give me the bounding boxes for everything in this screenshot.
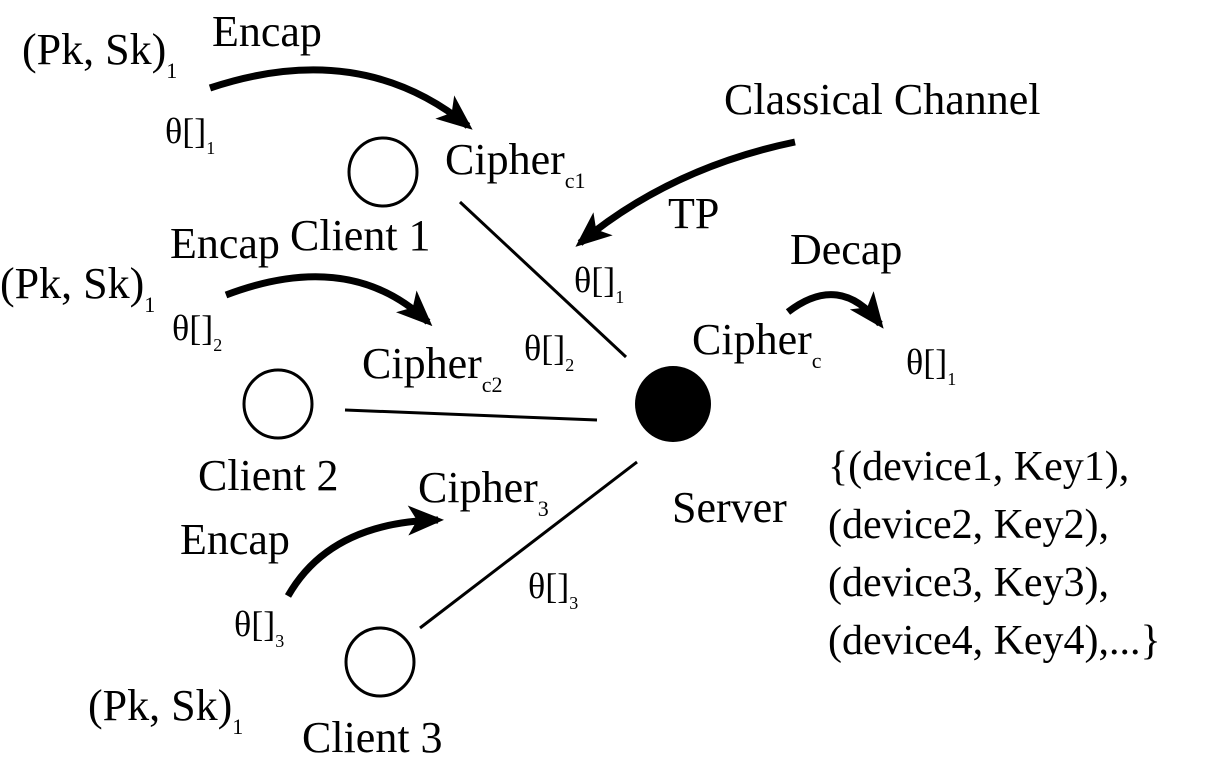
link-client3-server xyxy=(419,460,638,630)
keypair-text: (Pk, Sk) xyxy=(0,259,145,308)
client3-cipher: Cipher3 xyxy=(418,466,549,520)
client1-link-theta: θ[]1 xyxy=(574,262,624,306)
theta-subscript: 2 xyxy=(213,335,223,355)
key-table-row: (device2, Key2), xyxy=(828,502,1110,548)
theta-subscript: 2 xyxy=(565,355,575,375)
cipher-text: Cipher xyxy=(692,315,812,364)
theta-text: θ[] xyxy=(234,604,276,644)
keypair-text: (Pk, Sk) xyxy=(22,25,167,74)
classical-channel-label: Classical Channel xyxy=(724,75,1041,124)
cipher-subscript: c xyxy=(811,348,822,373)
client3-label: Client 3 xyxy=(302,713,443,762)
client3-theta: θ[]3 xyxy=(234,606,284,650)
client2-link-theta: θ[]2 xyxy=(524,330,574,374)
cipher-text: Cipher xyxy=(418,463,538,512)
encap-arrow-client2 xyxy=(224,273,433,327)
theta-text: θ[] xyxy=(528,566,570,606)
theta-subscript: 1 xyxy=(615,287,625,307)
theta-text: θ[] xyxy=(524,328,566,368)
theta-subscript: 3 xyxy=(275,631,285,651)
keypair-text: (Pk, Sk) xyxy=(88,681,233,730)
cipher-text: Cipher xyxy=(445,135,565,184)
decap-theta: θ[]1 xyxy=(906,344,956,388)
client1-node xyxy=(347,136,419,208)
link-client2-server xyxy=(344,408,598,422)
client2-cipher: Cipherc2 xyxy=(362,342,503,396)
key-table-row: (device4, Key4),...} xyxy=(828,618,1161,664)
theta-subscript: 1 xyxy=(947,369,957,389)
encap-arrow-client3 xyxy=(284,505,444,598)
decap-arrow xyxy=(785,291,884,329)
client2-encap-label: Encap xyxy=(170,219,280,268)
client3-encap-label: Encap xyxy=(180,515,290,564)
theta-subscript: 3 xyxy=(569,593,579,613)
client1-cipher: Cipherc1 xyxy=(445,138,586,192)
theta-text: θ[] xyxy=(165,111,207,151)
link-client1-server xyxy=(458,200,628,359)
client1-encap-label: Encap xyxy=(212,7,322,56)
client3-keypair: (Pk, Sk)1 xyxy=(88,684,243,738)
cipher-subscript: c2 xyxy=(481,372,503,397)
decap-label: Decap xyxy=(790,225,903,274)
keypair-subscript: 1 xyxy=(166,58,178,83)
cipher-text: Cipher xyxy=(362,339,482,388)
server-label: Server xyxy=(672,483,787,532)
cipher-subscript: c1 xyxy=(564,168,586,193)
client1-keypair: (Pk, Sk)1 xyxy=(22,28,177,82)
client3-link-theta: θ[]3 xyxy=(528,568,578,612)
key-table-row: (device3, Key3), xyxy=(828,560,1110,606)
client3-node xyxy=(344,626,416,698)
encap-arrow-client1 xyxy=(208,66,473,130)
key-table-row: {(device1, Key1), xyxy=(828,444,1130,490)
theta-text: θ[] xyxy=(172,308,214,348)
cipher-subscript: 3 xyxy=(537,496,549,521)
tp-label: TP xyxy=(668,189,720,238)
classical-channel-arrow xyxy=(575,138,796,247)
client1-label: Client 1 xyxy=(290,211,431,260)
key-table: {(device1, Key1), (device2, Key2), (devi… xyxy=(828,438,1161,670)
client1-theta: θ[]1 xyxy=(165,113,215,157)
server-cipher: Cipherc xyxy=(692,318,822,372)
theta-text: θ[] xyxy=(574,260,616,300)
keypair-subscript: 1 xyxy=(232,714,244,739)
keypair-subscript: 1 xyxy=(144,292,156,317)
theta-subscript: 1 xyxy=(206,138,216,158)
server-node xyxy=(635,366,711,442)
client2-label: Client 2 xyxy=(198,451,339,500)
client2-keypair: (Pk, Sk)1 xyxy=(0,262,155,316)
client2-theta: θ[]2 xyxy=(172,310,222,354)
theta-text: θ[] xyxy=(906,342,948,382)
client2-node xyxy=(242,368,314,440)
